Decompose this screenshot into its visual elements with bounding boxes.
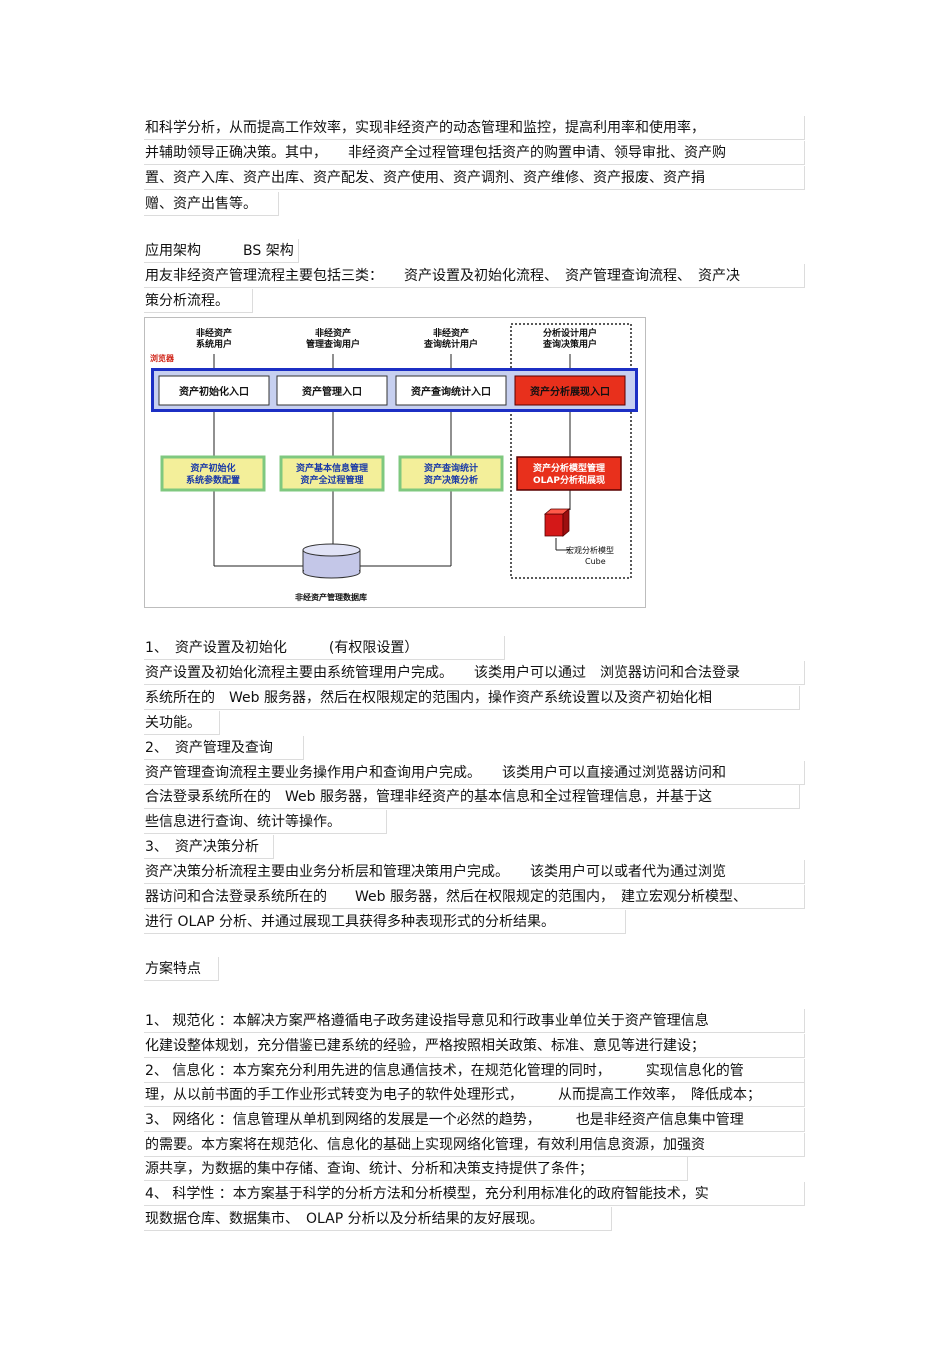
intro-line: 赠、资产出售等。 bbox=[144, 192, 279, 216]
user-labels: 非经资产系统用户 非经资产管理查询用户 非经资产查询统计用户 分析设计用户查询决策用户 bbox=[196, 327, 597, 350]
user-label: 分析设计用户查询决策用户 bbox=[542, 327, 597, 350]
entry-box bbox=[395, 375, 507, 406]
cube-model-label: 宏观分析模型 bbox=[566, 545, 614, 555]
feature-line: 3、 网络化 ：信息管理从单机到网络的发展是一个必然的趋势， 也是非经资产信息集… bbox=[144, 1108, 805, 1132]
feature-line: 1、 规范化 ：本解决方案严格遵循电子政务建设指导意见和行政事业单位关于资产管理… bbox=[144, 1009, 805, 1033]
flow-line: 系统所在的 Web 服务器，然后在权限规定的范围内，操作资产系统设置以及资产初始… bbox=[144, 686, 800, 710]
feature-line: 化建设整体规划，充分借鉴已建系统的经验，严格按照相关政策、标准、意见等进行建设； bbox=[144, 1034, 805, 1058]
features-heading: 方案特点 bbox=[144, 957, 219, 981]
entry-label: 资产初始化入口 bbox=[179, 385, 249, 398]
module-label: 资产查询统计 bbox=[424, 462, 478, 474]
module-label: 系统参数配置 bbox=[186, 474, 240, 486]
module-label: 资产分析模型管理 bbox=[533, 462, 605, 474]
architecture-line: 用友非经资产管理流程主要包括三类： 资产设置及初始化流程、 资产管理查询流程、 … bbox=[144, 264, 805, 288]
architecture-diagram: 非经资产系统用户 非经资产管理查询用户 非经资产查询统计用户 分析设计用户查询决策用户… bbox=[144, 317, 646, 608]
user-label: 非经资产系统用户 bbox=[196, 327, 232, 350]
user-label: 非经资产查询统计用户 bbox=[423, 327, 478, 350]
architecture-heading: 应用架构 BS 架构 bbox=[144, 239, 299, 263]
flow-line: 关功能。 bbox=[144, 711, 220, 735]
entry-box bbox=[158, 375, 270, 406]
intro-line: 置、资产入库、资产出库、资产配发、资产使用、资产调剂、资产维修、资产报废、资产捐 bbox=[144, 166, 805, 190]
flow-line: 进行 OLAP 分析、并通过展现工具获得多种表现形式的分析结果。 bbox=[144, 910, 626, 934]
module-label: 资产基本信息管理 bbox=[296, 462, 368, 474]
module-box bbox=[516, 456, 622, 491]
architecture-line: 策分析流程。 bbox=[144, 289, 253, 313]
entry-label: 资产分析展现入口 bbox=[530, 385, 610, 398]
database-icon bbox=[302, 543, 361, 579]
flow-line: 些信息进行查询、统计等操作。 bbox=[144, 810, 387, 834]
flow-line: 合法登录系统所在的 Web 服务器，管理非经资产的基本信息和全过程管理信息，并基… bbox=[144, 785, 800, 809]
entry-box bbox=[514, 375, 626, 406]
feature-line: 4、 科学性 ：本方案基于科学的分析方法和分析模型，充分利用标准化的政府智能技术… bbox=[144, 1182, 805, 1206]
entry-label: 资产查询统计入口 bbox=[411, 385, 491, 398]
entry-boxes: 资产初始化入口 资产管理入口 资产查询统计入口 资产分析展现入口 bbox=[158, 375, 626, 406]
module-label: 资产全过程管理 bbox=[300, 474, 363, 486]
flow-heading: 1、 资产设置及初始化 (有权限设置） bbox=[144, 636, 505, 660]
feature-line: 2、 信息化 ：本方案充分利用先进的信息通信技术，在规范化管理的同时， 实现信息… bbox=[144, 1059, 805, 1083]
module-box bbox=[398, 455, 504, 492]
cube-type-label: Cube bbox=[585, 557, 606, 566]
flow-line: 器访问和合法登录系统所在的 Web 服务器，然后在权限规定的范围内， 建立宏观分… bbox=[144, 885, 805, 909]
database-label: 非经资产管理数据库 bbox=[295, 592, 367, 602]
browser-tag-label: 浏览器 bbox=[150, 353, 175, 363]
connector-lines bbox=[213, 354, 571, 567]
feature-line: 现数据仓库、数据集市、 OLAP 分析以及分析结果的友好展现。 bbox=[144, 1207, 612, 1231]
entry-box bbox=[276, 375, 388, 406]
user-label: 非经资产管理查询用户 bbox=[306, 327, 360, 350]
flow-line: 资产决策分析流程主要由业务分析层和管理决策用户完成。 该类用户可以或者代为通过浏… bbox=[144, 860, 805, 884]
flow-line: 资产管理查询流程主要业务操作用户和查询用户完成。 该类用户可以直接通过浏览器访问… bbox=[144, 761, 805, 785]
module-label: OLAP分析和展现 bbox=[533, 474, 605, 486]
module-label: 资产决策分析 bbox=[424, 474, 478, 486]
architecture-diagram-svg: 非经资产系统用户 非经资产管理查询用户 非经资产查询统计用户 分析设计用户查询决策用户… bbox=[150, 323, 638, 602]
entry-label: 资产管理入口 bbox=[302, 385, 362, 398]
flow-heading: 2、 资产管理及查询 bbox=[144, 736, 304, 760]
flow-line: 资产设置及初始化流程主要由系统管理用户完成。 该类用户可以通过 浏览器访问和合法… bbox=[144, 661, 805, 685]
cube-icon bbox=[543, 508, 571, 537]
feature-line: 的需要。本方案将在规范化、信息化的基础上实现网络化管理，有效利用信息资源，加强资 bbox=[144, 1133, 805, 1157]
intro-line: 和科学分析，从而提高工作效率，实现非经资产的动态管理和监控，提高利用率和使用率， bbox=[144, 116, 805, 140]
feature-line: 源共享，为数据的集中存储、查询、统计、分析和决策支持提供了条件； bbox=[144, 1157, 688, 1181]
feature-line: 理，从以前书面的手工作业形式转变为电子的软件处理形式， 从而提高工作效率， 降低… bbox=[144, 1083, 805, 1107]
module-box bbox=[160, 455, 266, 492]
analysis-dotted-box bbox=[510, 323, 632, 579]
flow-heading: 3、 资产决策分析 bbox=[144, 835, 274, 859]
module-label: 资产初始化 bbox=[190, 462, 235, 474]
module-box bbox=[279, 455, 385, 492]
intro-line: 并辅助领导正确决策。其中， 非经资产全过程管理包括资产的购置申请、领导审批、资产… bbox=[144, 141, 805, 165]
